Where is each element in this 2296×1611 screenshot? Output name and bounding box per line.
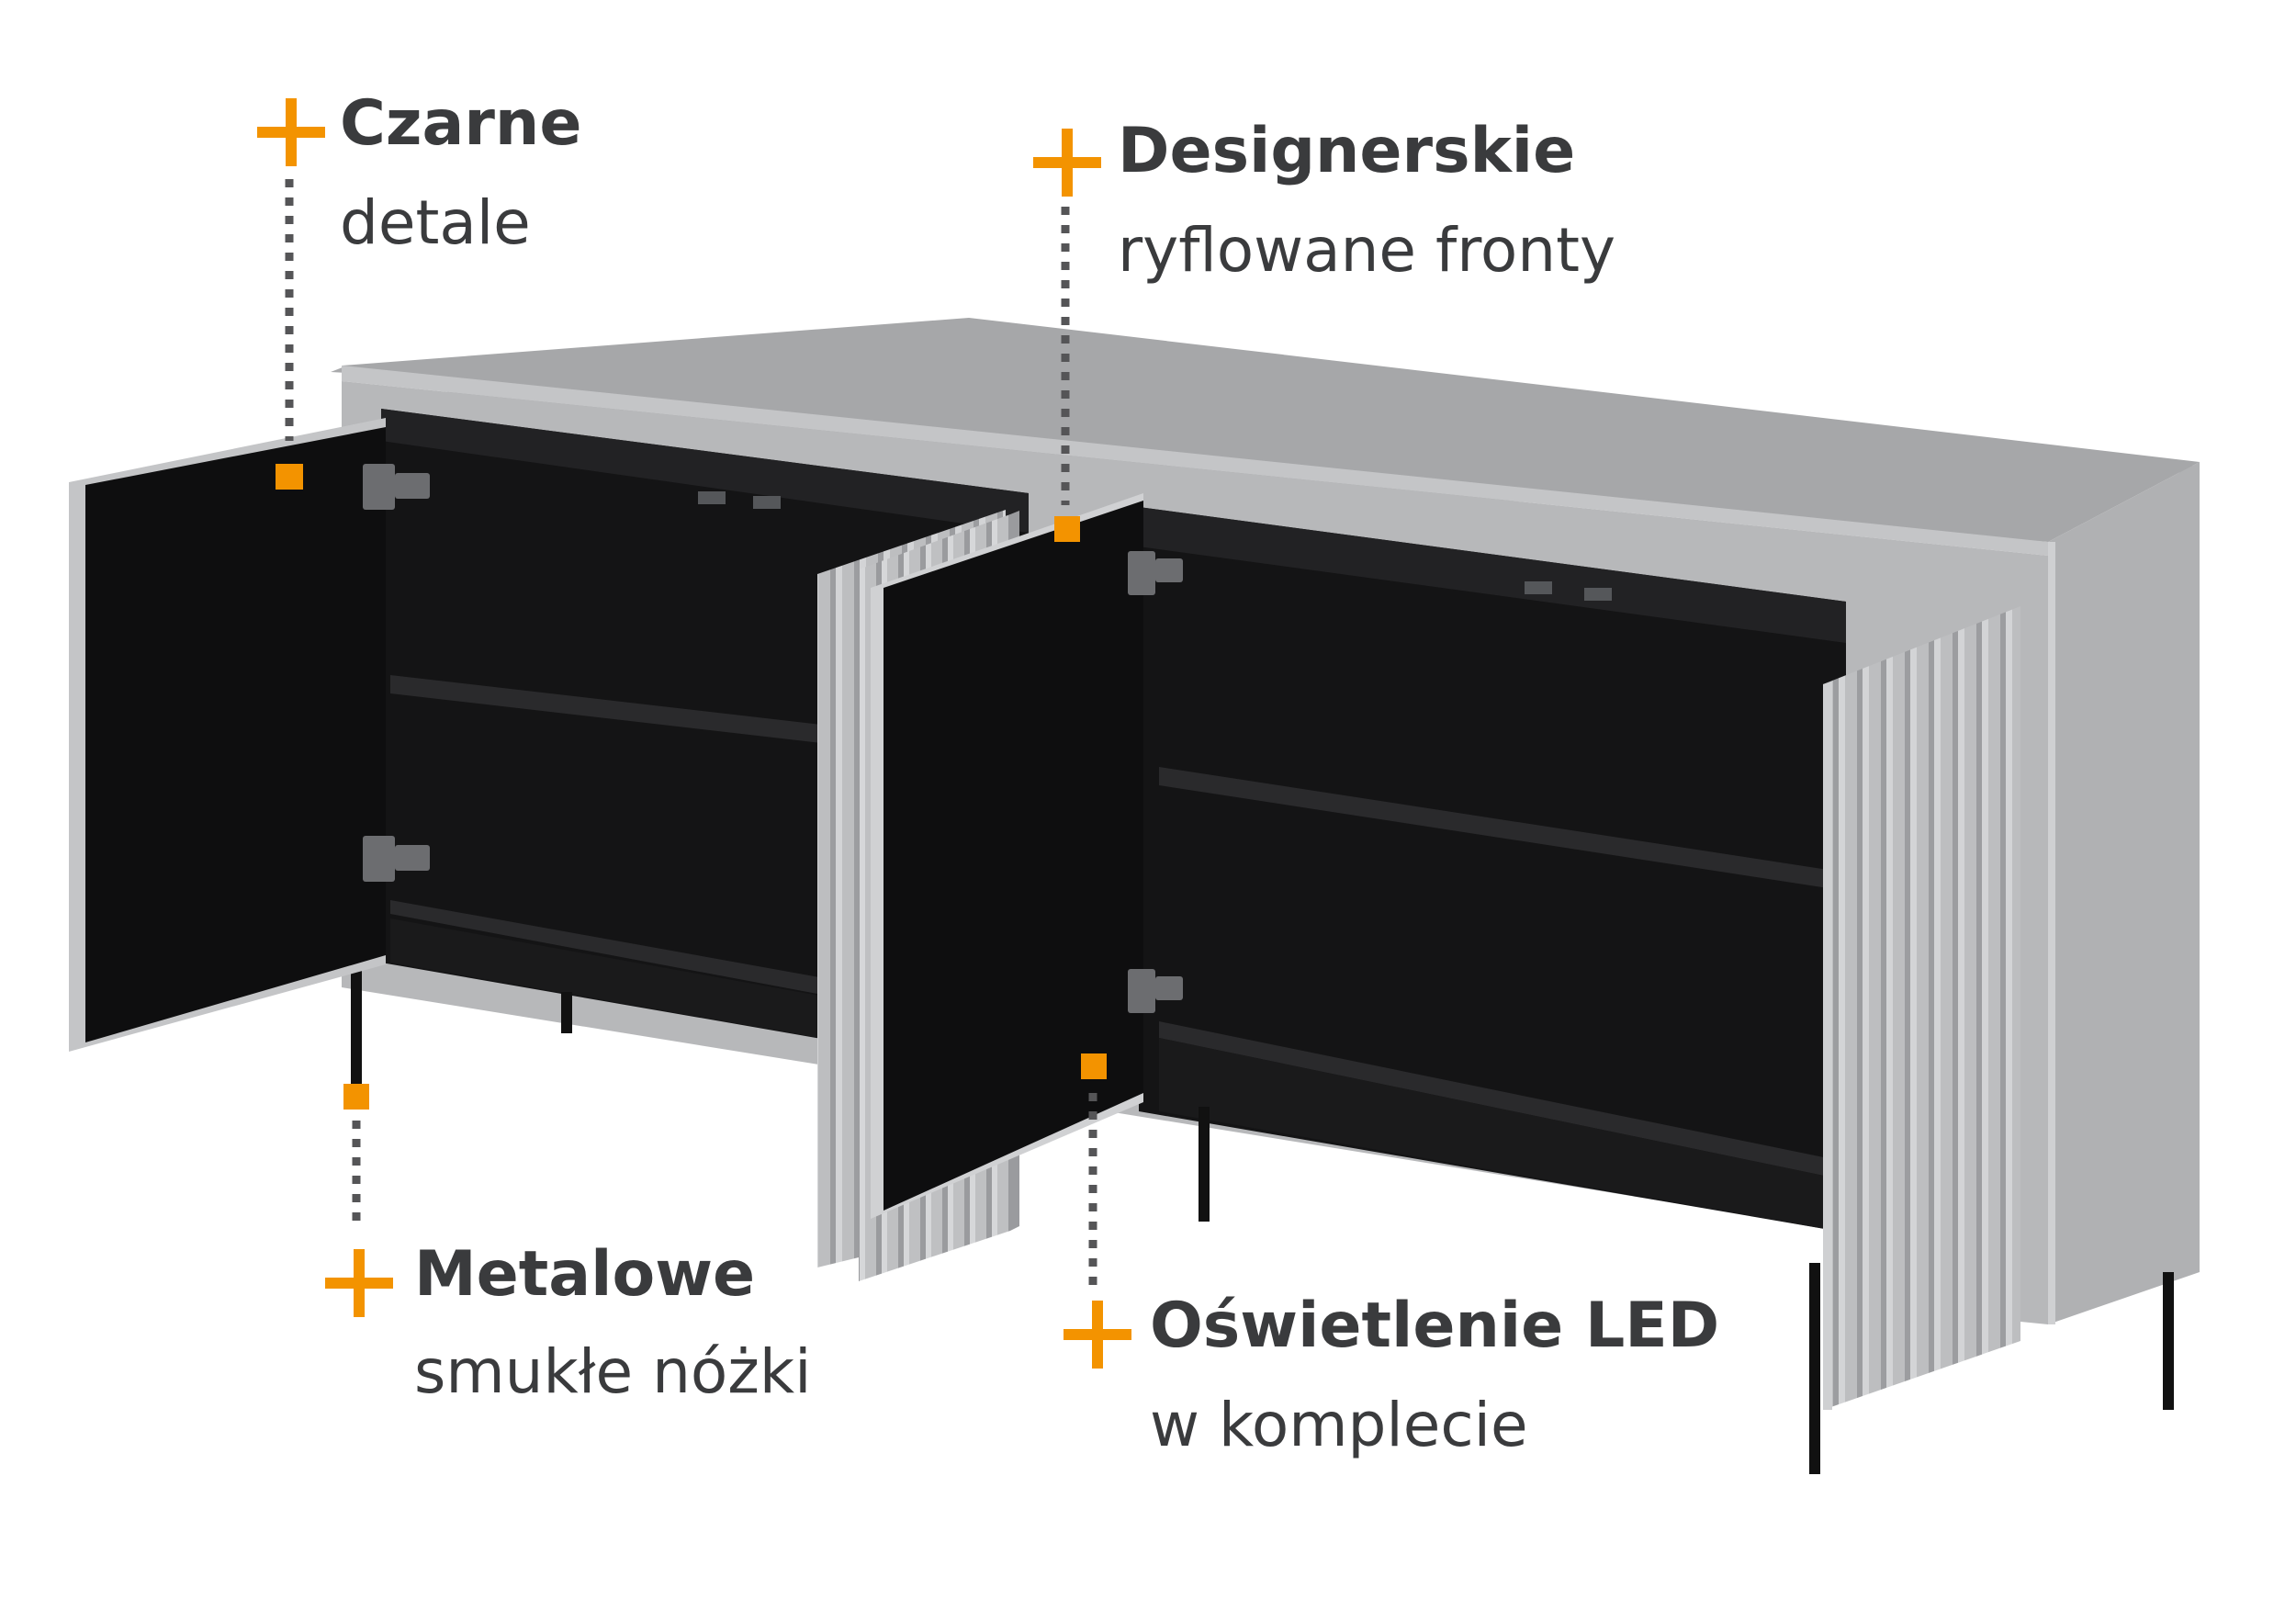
center-open-door (871, 493, 1143, 1219)
callout-title: Czarne (340, 87, 582, 160)
plus-icon (325, 1249, 393, 1317)
hinge-icon (363, 464, 1183, 1013)
callout-subtitle: w komplecie (1150, 1390, 1528, 1460)
marker-icon (276, 464, 1107, 1110)
cabinet-side-panel (2048, 462, 2200, 1324)
callout-subtitle: ryflowane fronty (1118, 215, 1616, 286)
plus-icon (257, 98, 325, 166)
callout-title: Oświetlenie LED (1150, 1290, 1720, 1362)
callout-title: Designerskie (1118, 115, 1576, 187)
plus-icon (1064, 1301, 1131, 1369)
metal-legs (351, 955, 2174, 1474)
plus-icon (1033, 129, 1101, 197)
left-open-door (69, 418, 386, 1052)
cabinet-top (331, 318, 2200, 556)
callout-subtitle: detale (340, 187, 531, 258)
led-strip (698, 491, 1612, 601)
interior-right (1139, 507, 1846, 1233)
ribbed-front-right (1823, 606, 2020, 1410)
callout-subtitle: smukłe nóżki (414, 1336, 812, 1407)
callout-title: Metalowe (414, 1238, 756, 1311)
leader-lines (285, 179, 1097, 1286)
